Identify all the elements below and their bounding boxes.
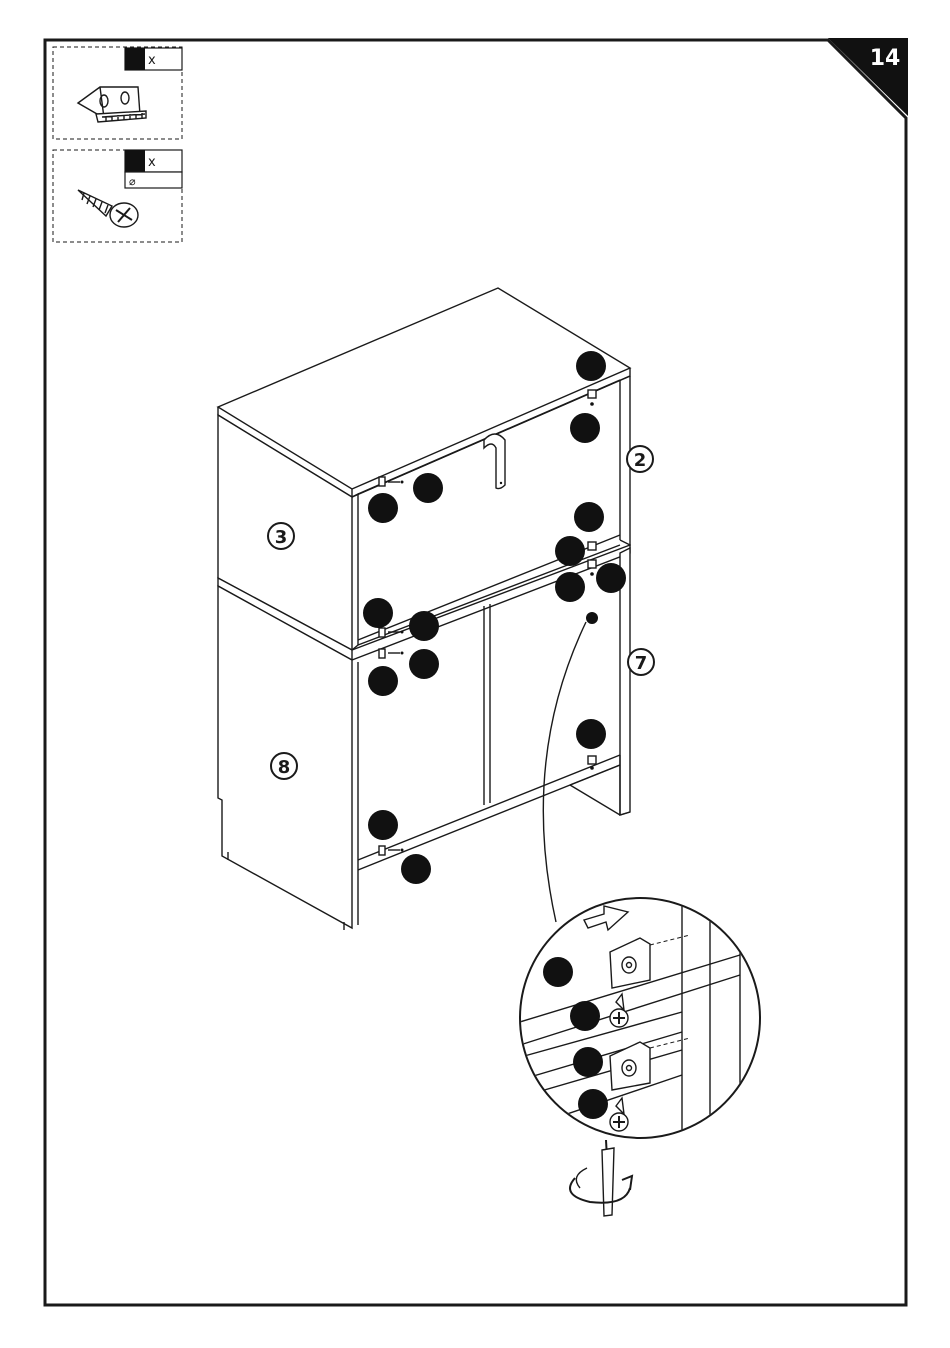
callout-dot [574,502,604,532]
callout-dot [401,854,431,884]
callout-dot [578,1089,608,1119]
callout-dot [576,719,606,749]
parts-box-bracket: x [53,47,182,139]
svg-text:3: 3 [275,527,288,548]
screwdriver-rotation-icon [570,1140,632,1216]
drawer-handle [484,434,505,489]
step-number: 14 [870,46,901,71]
parts-box-screw: x ⌀ [53,150,182,242]
svg-text:2: 2 [634,450,647,471]
callout-dot [409,611,439,641]
part-label-3: 3 [268,523,294,549]
callout-dot [543,957,573,987]
page-frame [45,40,906,1305]
part-label-2: 2 [627,446,653,472]
svg-text:7: 7 [635,653,648,674]
screw-diameter-symbol: ⌀ [129,175,136,188]
callout-dot [368,666,398,696]
callout-dot [413,473,443,503]
screw-qty-symbol: x [148,155,156,170]
callout-dot [555,572,585,602]
callout-dot [570,1001,600,1031]
magnified-detail [510,890,760,1140]
callout-dot [596,563,626,593]
bracket-qty-symbol: x [148,53,156,68]
callout-dot [576,351,606,381]
svg-text:8: 8 [278,757,291,778]
part-label-8: 8 [271,753,297,779]
callout-dot [570,413,600,443]
callout-dot [368,810,398,840]
corner-bracket-icon [78,87,146,122]
callout-dot [409,649,439,679]
callout-dot [368,493,398,523]
part-label-7: 7 [628,649,654,675]
wood-screw-icon [78,190,138,227]
step-badge: 14 [828,38,908,116]
callout-dot [555,536,585,566]
callout-dot [573,1047,603,1077]
cabinet-assembly [218,288,630,930]
callout-dot [363,598,393,628]
